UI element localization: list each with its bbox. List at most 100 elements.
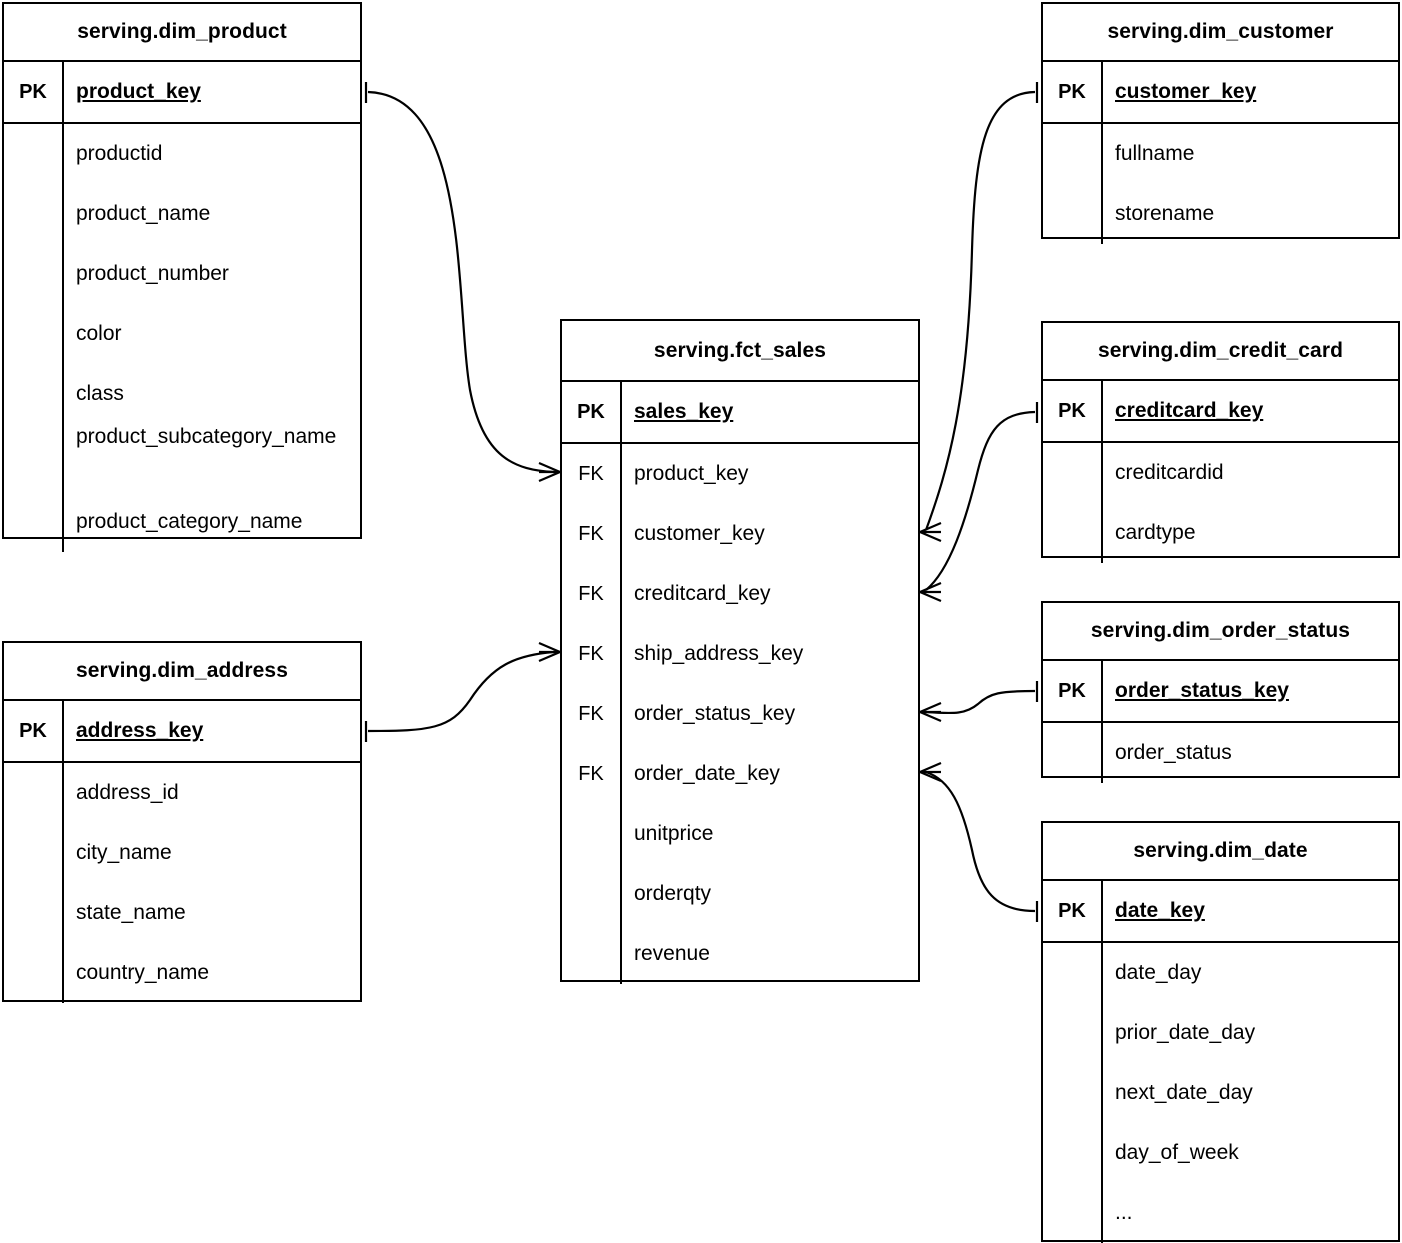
- key-badge-fk: FK: [562, 744, 622, 804]
- column-name: order_date_key: [634, 761, 780, 785]
- table-row[interactable]: fullname: [1043, 124, 1398, 184]
- key-badge: [4, 883, 64, 943]
- table-row[interactable]: FK order_date_key: [562, 744, 918, 804]
- key-badge-pk: PK: [4, 701, 64, 761]
- entity-dim-product[interactable]: serving.dim_product PK product_key produ…: [2, 2, 362, 552]
- key-badge-pk: PK: [1043, 381, 1103, 441]
- table-row[interactable]: product_subcategory_name: [4, 424, 360, 492]
- column-name: product_key: [634, 461, 749, 485]
- column-name: product_name: [76, 201, 211, 225]
- table-row[interactable]: state_name: [4, 883, 360, 943]
- table-row[interactable]: city_name: [4, 823, 360, 883]
- table-row[interactable]: product_name: [4, 184, 360, 244]
- column-name: product_subcategory_name: [76, 425, 337, 448]
- key-badge: [1043, 1123, 1103, 1183]
- table-row-primary-key[interactable]: PK creditcard_key: [1043, 381, 1398, 443]
- key-badge: [4, 823, 64, 883]
- table-row-primary-key[interactable]: PK order_status_key: [1043, 661, 1398, 723]
- entity-columns: PK sales_key FK product_key FK customer_…: [562, 382, 918, 984]
- column-name: address_key: [76, 718, 204, 742]
- table-row[interactable]: order_status: [1043, 723, 1398, 783]
- table-row[interactable]: unitprice: [562, 804, 918, 864]
- key-badge: [562, 804, 622, 864]
- column-name: class: [76, 381, 124, 405]
- edge-date-to-sales: [919, 761, 1039, 922]
- table-row-primary-key[interactable]: PK sales_key: [562, 382, 918, 444]
- table-row-primary-key[interactable]: PK customer_key: [1043, 62, 1398, 124]
- table-row-primary-key[interactable]: PK product_key: [4, 62, 360, 124]
- entity-title: serving.dim_customer: [1043, 4, 1398, 62]
- table-row[interactable]: revenue: [562, 924, 918, 984]
- table-row[interactable]: orderqty: [562, 864, 918, 924]
- table-row[interactable]: FK customer_key: [562, 504, 918, 564]
- table-row[interactable]: product_category_name: [4, 492, 360, 552]
- table-row-primary-key[interactable]: PK date_key: [1043, 881, 1398, 943]
- key-badge-fk: FK: [562, 444, 622, 504]
- entity-fct-sales[interactable]: serving.fct_sales PK sales_key FK produc…: [560, 319, 920, 984]
- table-row[interactable]: FK order_status_key: [562, 684, 918, 744]
- column-name: address_id: [76, 780, 179, 804]
- column-name: revenue: [634, 941, 710, 965]
- key-badge: [1043, 443, 1103, 503]
- key-badge-fk: FK: [562, 684, 622, 744]
- column-name: order_status_key: [1115, 678, 1289, 702]
- table-row[interactable]: product_number: [4, 244, 360, 304]
- column-name: date_key: [1115, 898, 1205, 922]
- table-row[interactable]: day_of_week: [1043, 1123, 1398, 1183]
- key-badge-pk: PK: [1043, 661, 1103, 721]
- table-row-primary-key[interactable]: PK address_key: [4, 701, 360, 763]
- table-row[interactable]: FK creditcard_key: [562, 564, 918, 624]
- table-row-ellipsis[interactable]: ...: [1043, 1183, 1398, 1243]
- entity-dim-date[interactable]: serving.dim_date PK date_key date_day pr…: [1041, 821, 1400, 1243]
- table-row[interactable]: date_day: [1043, 943, 1398, 1003]
- key-badge: [4, 364, 64, 424]
- key-badge: [1043, 1183, 1103, 1243]
- key-badge: [1043, 943, 1103, 1003]
- column-name: storename: [1115, 201, 1215, 225]
- key-badge-fk: FK: [562, 564, 622, 624]
- table-row[interactable]: prior_date_day: [1043, 1003, 1398, 1063]
- entity-title: serving.dim_date: [1043, 823, 1398, 881]
- entity-title: serving.dim_address: [4, 643, 360, 701]
- key-badge: [1043, 723, 1103, 783]
- column-name: order_status: [1115, 740, 1232, 764]
- key-badge: [4, 763, 64, 823]
- entity-dim-customer[interactable]: serving.dim_customer PK customer_key ful…: [1041, 2, 1400, 244]
- key-badge: [1043, 503, 1103, 563]
- column-name: city_name: [76, 840, 172, 864]
- column-name: creditcardid: [1115, 460, 1224, 484]
- entity-dim-order-status[interactable]: serving.dim_order_status PK order_status…: [1041, 601, 1400, 783]
- column-name: ship_address_key: [634, 641, 804, 665]
- table-row[interactable]: address_id: [4, 763, 360, 823]
- column-name: date_day: [1115, 960, 1202, 984]
- table-row[interactable]: cardtype: [1043, 503, 1398, 563]
- table-row[interactable]: FK ship_address_key: [562, 624, 918, 684]
- table-row[interactable]: color: [4, 304, 360, 364]
- key-badge-pk: PK: [1043, 62, 1103, 122]
- table-row[interactable]: country_name: [4, 943, 360, 1003]
- column-name: day_of_week: [1115, 1140, 1239, 1164]
- column-name: product_number: [76, 261, 229, 285]
- edge-customer-to-sales: [919, 82, 1039, 543]
- edge-product-to-sales: [364, 82, 561, 483]
- entity-dim-credit-card[interactable]: serving.dim_credit_card PK creditcard_ke…: [1041, 321, 1400, 563]
- key-badge: [1043, 184, 1103, 244]
- column-name: product_key: [76, 79, 201, 103]
- table-row[interactable]: productid: [4, 124, 360, 184]
- entity-columns: PK product_key productid product_name pr…: [4, 62, 360, 552]
- key-badge: [1043, 124, 1103, 184]
- table-row[interactable]: class: [4, 364, 360, 424]
- key-badge: [4, 304, 64, 364]
- key-badge: [562, 864, 622, 924]
- key-badge-fk: FK: [562, 624, 622, 684]
- table-row[interactable]: FK product_key: [562, 444, 918, 504]
- table-row[interactable]: storename: [1043, 184, 1398, 244]
- column-name: next_date_day: [1115, 1080, 1253, 1104]
- entity-dim-address[interactable]: serving.dim_address PK address_key addre…: [2, 641, 362, 1003]
- column-name: customer_key: [1115, 79, 1257, 103]
- table-row[interactable]: creditcardid: [1043, 443, 1398, 503]
- key-badge: [1043, 1003, 1103, 1063]
- table-row[interactable]: next_date_day: [1043, 1063, 1398, 1123]
- entity-columns: PK customer_key fullname storename: [1043, 62, 1398, 244]
